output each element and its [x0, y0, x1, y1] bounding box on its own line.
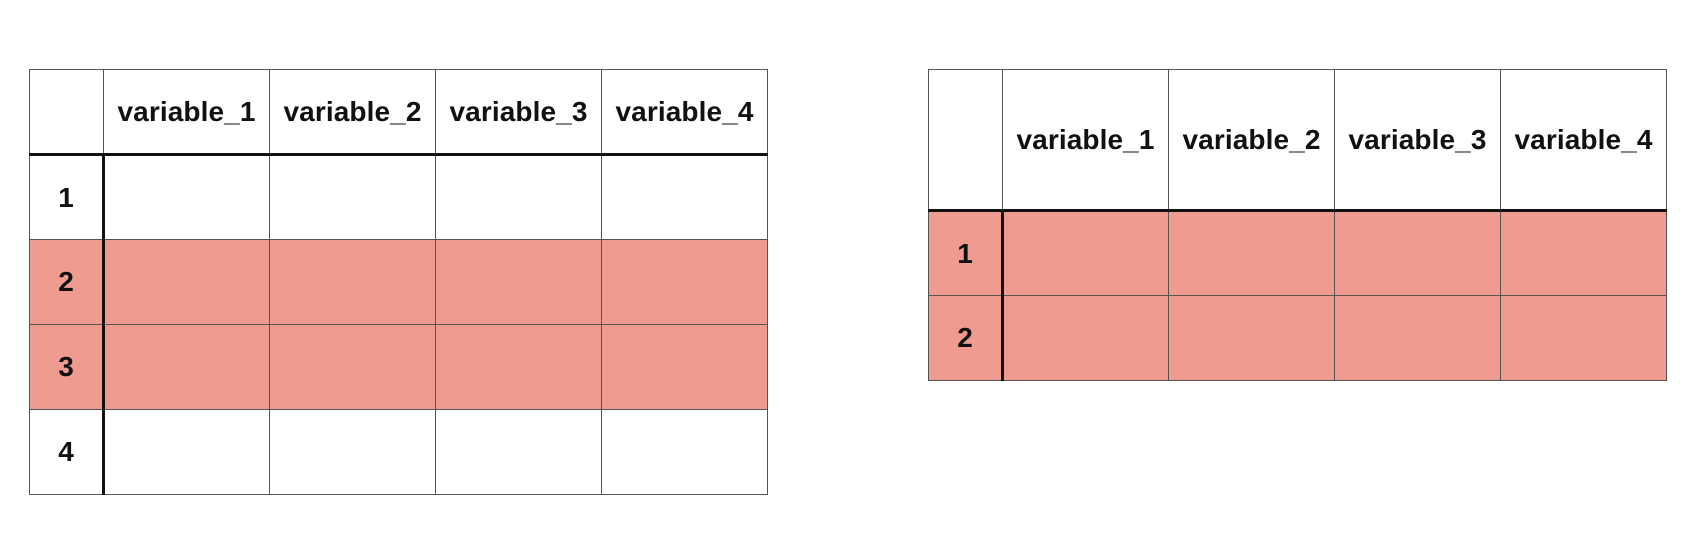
- column-header-variable-3: variable_3: [435, 69, 602, 156]
- column-header-variable-1: variable_1: [1002, 69, 1169, 212]
- column-header-variable-2: variable_2: [1168, 69, 1335, 212]
- header-row: variable_1 variable_2 variable_3 variabl…: [928, 69, 1667, 212]
- table-cell: [435, 154, 602, 240]
- row-index: 1: [29, 154, 105, 240]
- table-row: 2: [29, 239, 768, 325]
- table-cell: [1500, 210, 1667, 296]
- column-header-variable-4: variable_4: [601, 69, 768, 156]
- corner-cell: [928, 69, 1003, 212]
- table-cell: [269, 409, 436, 495]
- table-cell: [601, 409, 768, 495]
- table-cell: [1002, 210, 1169, 296]
- table-cell: [1334, 210, 1501, 296]
- table-row: 3: [29, 324, 768, 410]
- table-cell: [1002, 295, 1169, 381]
- table-cell: [269, 324, 436, 410]
- table-row: 2: [928, 295, 1667, 381]
- table-cell: [269, 239, 436, 325]
- table-cell: [103, 239, 270, 325]
- row-index: 2: [928, 295, 1004, 381]
- table-cell: [435, 239, 602, 325]
- column-header-variable-2: variable_2: [269, 69, 436, 156]
- table-row: 4: [29, 409, 768, 495]
- column-header-variable-3: variable_3: [1334, 69, 1501, 212]
- table-cell: [435, 409, 602, 495]
- header-row: variable_1 variable_2 variable_3 variabl…: [29, 69, 768, 156]
- table-cell: [601, 154, 768, 240]
- table-cell: [601, 239, 768, 325]
- column-header-variable-4: variable_4: [1500, 69, 1667, 212]
- row-index: 3: [29, 324, 105, 410]
- table-cell: [1168, 210, 1335, 296]
- column-header-variable-1: variable_1: [103, 69, 270, 156]
- table-cell: [103, 154, 270, 240]
- table-cell: [1500, 295, 1667, 381]
- table-cell: [601, 324, 768, 410]
- source-table: variable_1 variable_2 variable_3 variabl…: [29, 69, 768, 495]
- table-row: 1: [29, 154, 768, 240]
- row-index: 2: [29, 239, 105, 325]
- table-cell: [435, 324, 602, 410]
- filtered-table: variable_1 variable_2 variable_3 variabl…: [928, 69, 1667, 381]
- corner-cell: [29, 69, 104, 156]
- table-cell: [103, 409, 270, 495]
- table-row: 1: [928, 210, 1667, 296]
- table-cell: [1168, 295, 1335, 381]
- table-cell: [269, 154, 436, 240]
- row-index: 4: [29, 409, 105, 495]
- table-cell: [1334, 295, 1501, 381]
- row-index: 1: [928, 210, 1004, 296]
- table-cell: [103, 324, 270, 410]
